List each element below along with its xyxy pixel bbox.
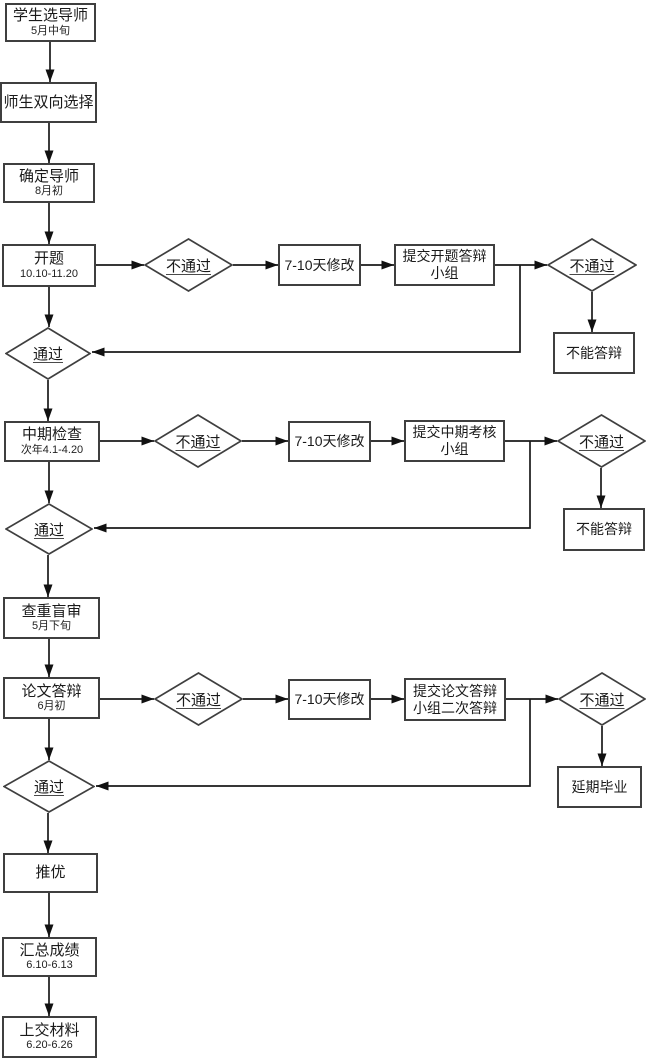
step-sublabel: 5月下旬 bbox=[31, 620, 72, 633]
step-revise-defense: 7-10天修改 bbox=[288, 679, 371, 720]
step-label-line1: 提交论文答辩 bbox=[413, 682, 497, 699]
step-submit-proposal-committee: 提交开题答辩 小组 bbox=[394, 244, 495, 286]
step-summarize-grades: 汇总成绩 6.10-6.13 bbox=[2, 937, 97, 977]
step-label: 学生选导师 bbox=[12, 7, 88, 25]
step-plagiarism-blind-review: 查重盲审 5月下旬 bbox=[3, 597, 100, 639]
step-sublabel: 10.10-11.20 bbox=[20, 267, 78, 280]
decision-label: 不通过 bbox=[175, 433, 221, 451]
step-revise-proposal: 7-10天修改 bbox=[278, 244, 361, 286]
step-label: 延期毕业 bbox=[571, 778, 628, 795]
step-mutual-selection: 师生双向选择 bbox=[0, 82, 97, 123]
arrow-submit3-return-to-pass3 bbox=[96, 699, 531, 791]
step-sublabel: 次年4.1-4.20 bbox=[20, 443, 84, 456]
decision-label: 通过 bbox=[32, 346, 63, 363]
arrow-submit2-return-to-pass2 bbox=[94, 441, 531, 533]
step-cannot-defend-proposal: 不能答辩 bbox=[553, 332, 635, 374]
decision-label: 不通过 bbox=[175, 691, 221, 709]
decision-fail-midterm: 不通过 bbox=[154, 414, 242, 468]
step-label: 不能答辩 bbox=[576, 521, 632, 538]
decision-label: 通过 bbox=[33, 779, 64, 796]
step-label-line2: 小组二次答辩 bbox=[413, 699, 497, 716]
step-sublabel: 8月初 bbox=[34, 185, 64, 198]
decision-pass-proposal: 通过 bbox=[5, 327, 91, 380]
step-label: 开题 bbox=[33, 250, 64, 268]
step-label: 汇总成绩 bbox=[19, 941, 80, 959]
step-label: 论文答辩 bbox=[21, 682, 82, 700]
step-label: 师生双向选择 bbox=[3, 93, 94, 111]
step-thesis-defense: 论文答辩 6月初 bbox=[3, 677, 100, 719]
step-confirm-advisor: 确定导师 8月初 bbox=[3, 163, 95, 203]
step-label: 7-10天修改 bbox=[284, 256, 355, 273]
decision-label: 不通过 bbox=[165, 257, 211, 275]
decision-fail-proposal: 不通过 bbox=[144, 238, 233, 292]
step-midterm-check: 中期检查 次年4.1-4.20 bbox=[4, 421, 100, 462]
step-submit-midterm-committee: 提交中期考核 小组 bbox=[404, 420, 505, 462]
step-label-line1: 提交开题答辩 bbox=[402, 248, 487, 265]
step-label: 7-10天修改 bbox=[294, 433, 365, 450]
step-sublabel: 6月初 bbox=[37, 700, 66, 713]
step-cannot-defend-midterm: 不能答辩 bbox=[563, 508, 645, 551]
step-sublabel: 6.20-6.26 bbox=[26, 1039, 73, 1052]
step-proposal: 开题 10.10-11.20 bbox=[2, 244, 96, 287]
step-revise-midterm: 7-10天修改 bbox=[288, 421, 371, 462]
decision-label: 不通过 bbox=[569, 257, 615, 275]
step-label-line2: 小组 bbox=[440, 441, 469, 457]
step-label: 7-10天修改 bbox=[294, 691, 365, 708]
decision-label: 不通过 bbox=[578, 433, 624, 451]
decision-fail-defense-committee: 不通过 bbox=[558, 672, 646, 726]
step-submit-defense-committee: 提交论文答辩 小组二次答辩 bbox=[404, 678, 506, 721]
decision-pass-defense: 通过 bbox=[3, 760, 95, 813]
step-select-advisor: 学生选导师 5月中旬 bbox=[5, 3, 96, 42]
step-label: 不能答辩 bbox=[566, 344, 622, 361]
step-recommend-excellence: 推优 bbox=[3, 853, 98, 893]
step-submit-materials: 上交材料 6.20-6.26 bbox=[2, 1016, 97, 1058]
step-label: 上交材料 bbox=[19, 1021, 80, 1039]
step-sublabel: 5月中旬 bbox=[30, 24, 71, 37]
step-delayed-graduation: 延期毕业 bbox=[557, 766, 642, 808]
decision-fail-midterm-committee: 不通过 bbox=[557, 414, 646, 468]
step-label: 确定导师 bbox=[18, 167, 79, 185]
step-label: 中期检查 bbox=[21, 426, 82, 444]
decision-label: 不通过 bbox=[579, 691, 625, 709]
step-sublabel: 6.10-6.13 bbox=[26, 959, 73, 972]
arrow-submit1-return-to-pass1 bbox=[92, 265, 521, 357]
step-label-line2: 小组 bbox=[430, 265, 459, 281]
step-label: 查重盲审 bbox=[21, 602, 82, 620]
decision-fail-defense: 不通过 bbox=[154, 672, 243, 726]
decision-pass-midterm: 通过 bbox=[5, 503, 93, 555]
step-label: 推优 bbox=[35, 864, 66, 882]
decision-label: 通过 bbox=[33, 521, 64, 539]
decision-fail-proposal-committee: 不通过 bbox=[547, 238, 637, 292]
step-label-line1: 提交中期考核 bbox=[412, 424, 497, 441]
